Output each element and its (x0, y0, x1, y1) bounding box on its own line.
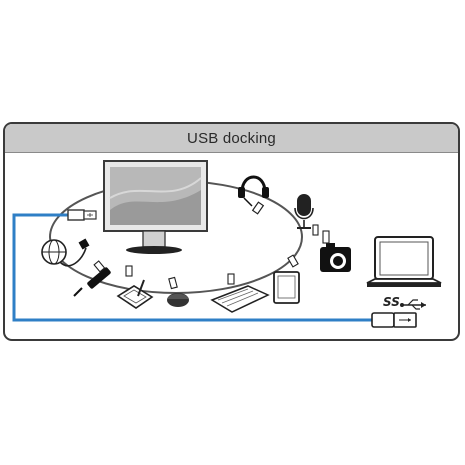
tablet-icon (273, 254, 300, 304)
microphone-icon (294, 194, 319, 236)
monitor-icon (103, 160, 208, 254)
usb-plug-left-icon (67, 209, 97, 221)
mouse-icon (167, 276, 189, 307)
drawing-tablet-icon (116, 265, 154, 309)
title-bar: USB docking (5, 124, 458, 153)
laptop-icon (366, 236, 442, 287)
usb-trident-icon (400, 299, 426, 310)
camera-icon (320, 230, 351, 272)
keyboard-icon (210, 273, 270, 313)
panel-title: USB docking (187, 129, 276, 147)
headset-icon (238, 175, 269, 215)
usb-stick-icon (73, 260, 111, 297)
usb-cable (12, 213, 372, 322)
network-globe-icon (41, 238, 90, 267)
usb-plug-laptop-icon (371, 312, 417, 328)
superspeed-label: SS (383, 295, 400, 309)
